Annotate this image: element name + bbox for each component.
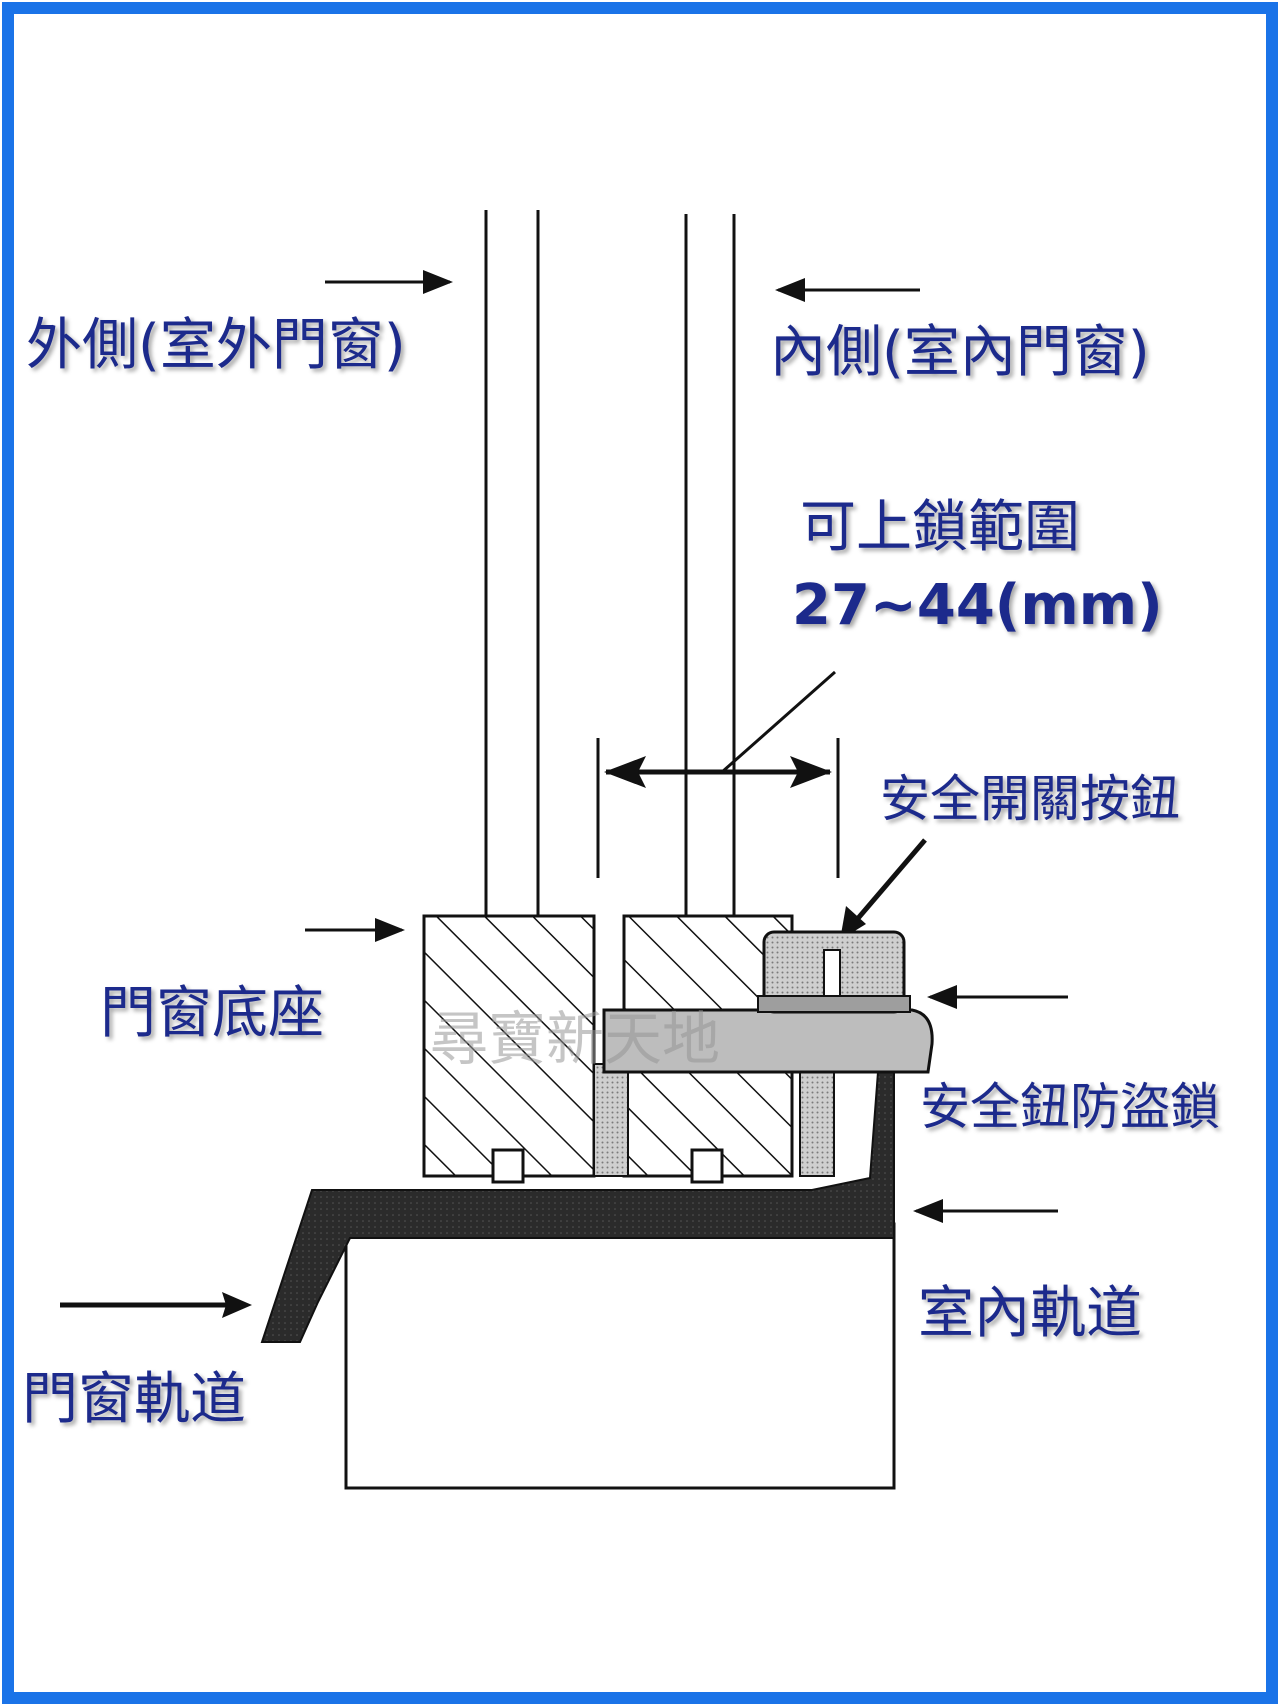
lock-base-plate [757,995,911,1013]
lock-right-leg [799,1063,835,1177]
lock-range-title: 可上鎖範圍 [800,495,1080,560]
inner-side-label: 內側(室內門窗) [770,320,1150,385]
lock-range-pointer [721,670,836,774]
inner-sash-notch [690,1148,724,1184]
safety-button [823,949,841,997]
safety-button-label: 安全開關按鈕 [880,770,1180,828]
lock-clamp-bar [602,1008,934,1074]
dimension-arrowhead-left [604,756,646,788]
dimension-arrowhead-right [790,756,832,788]
lock-range-value: 27~44(mm) [792,573,1163,638]
window-track-profile [260,1071,895,1343]
window-track-arrow-head [222,1292,252,1318]
anti-theft-lock-label: 安全鈕防盜鎖 [920,1078,1220,1136]
indoor-track-label: 室內軌道 [918,1281,1142,1346]
window-track-label: 門窗軌道 [22,1367,246,1432]
indoor-track-block [344,1222,896,1490]
outer-side-label: 外側(室外門窗) [26,313,406,378]
safety-button-pointer [846,838,927,932]
watermark: 尋寶新天地 [430,1005,721,1073]
outer-sash-notch [491,1148,525,1184]
lock-left-leg [593,1063,629,1177]
window-base-label: 門窗底座 [100,981,324,1046]
